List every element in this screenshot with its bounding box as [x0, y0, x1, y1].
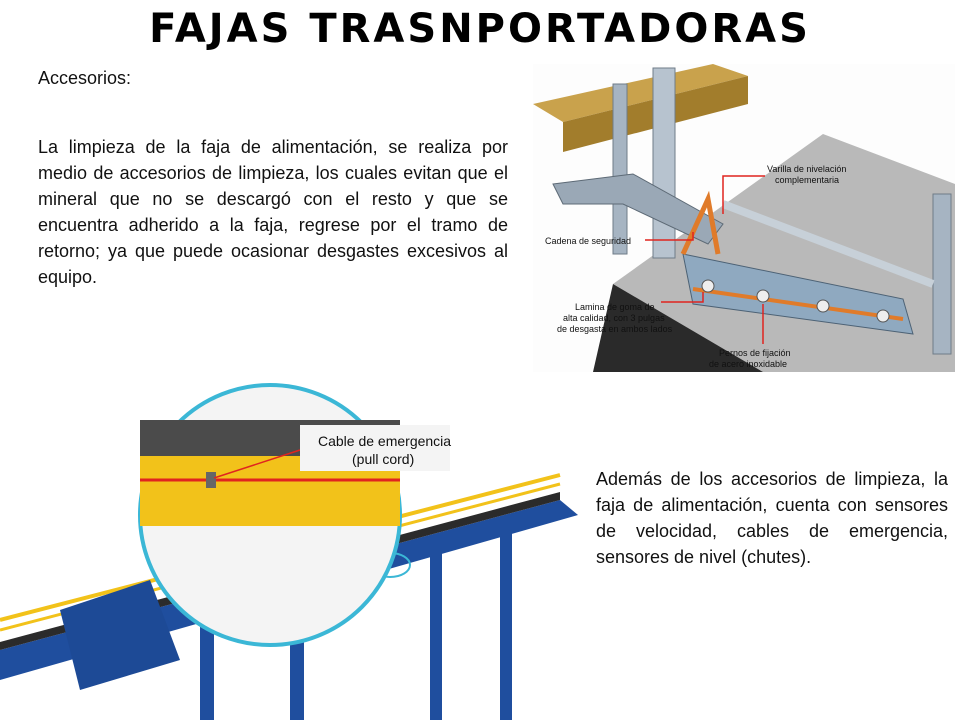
callout-line-1: Cable de emergencia	[318, 433, 451, 449]
cadena-leader	[645, 232, 694, 241]
drive-housing	[60, 580, 180, 690]
label-lamina-3: de desgasta en ambos lados	[557, 324, 673, 334]
label-lamina-1: Lamina de goma de	[575, 302, 655, 312]
bolt-2	[756, 289, 770, 303]
label-pernos-1: Pernos de fijación	[719, 348, 791, 358]
label-lamina-2: alta calidad, con 3 pulgas	[563, 313, 665, 323]
tower-1	[200, 610, 214, 720]
label-pernos-2: de acero inoxidable	[709, 359, 787, 369]
label-varilla-2: complementaria	[775, 175, 839, 185]
varilla-leader	[722, 175, 765, 214]
post-left	[612, 83, 628, 255]
callout-bg	[300, 425, 450, 471]
bolt-4	[876, 309, 890, 323]
wood-beam	[533, 64, 748, 122]
callout-leader	[213, 449, 301, 479]
section-heading: Accesorios:	[38, 68, 132, 88]
callout-line-2: (pull cord)	[352, 451, 414, 467]
rubber-blade	[680, 190, 721, 256]
bolt-1	[701, 279, 715, 293]
bracket-arm	[552, 173, 724, 245]
lamina-leader	[661, 292, 704, 303]
label-varilla-1: Varilla de nivelación	[767, 164, 846, 174]
post-slotted	[652, 67, 676, 259]
sensors-paragraph: Además de los accesorios de limpieza, la…	[596, 469, 948, 567]
cleaning-paragraph: La limpieza de la faja de alimentación, …	[38, 137, 508, 287]
conveyor-illustration: Cable de emergencia (pull cord)	[0, 383, 578, 720]
rubber-strip	[692, 287, 904, 321]
tower-4	[500, 530, 512, 720]
conveyor-figure: Cable de emergencia (pull cord)	[0, 380, 578, 720]
leveling-rod	[721, 200, 935, 288]
bolt-3	[816, 299, 830, 313]
slide-title: FAJAS TRASNPORTADORAS	[149, 6, 811, 52]
post-right	[932, 193, 952, 355]
tower-3	[430, 550, 442, 720]
zoom-cord-clamp	[206, 472, 216, 488]
label-cadena: Cadena de seguridad	[545, 236, 631, 246]
belt-cleaner-figure: Varilla de nivelación complementaria Cad…	[533, 64, 955, 372]
belt-shadow	[593, 284, 763, 372]
belt-cleaner-illustration: Varilla de nivelación complementaria Cad…	[533, 64, 955, 372]
